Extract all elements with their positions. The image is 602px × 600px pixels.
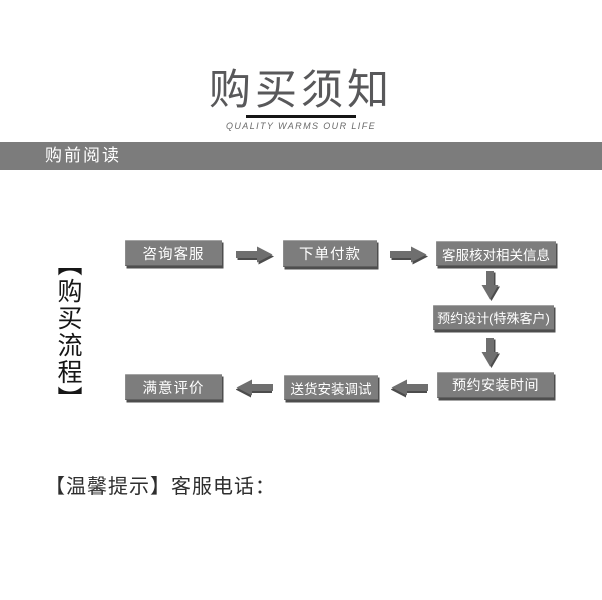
arrow-right-icon bbox=[390, 246, 428, 265]
arrow-left-icon bbox=[236, 379, 273, 398]
arrow-left-icon bbox=[391, 379, 428, 398]
flow-step-review: 满意评价 bbox=[125, 374, 222, 400]
arrow-down-icon bbox=[481, 271, 500, 301]
flow-step-place-order: 下单付款 bbox=[283, 240, 377, 267]
flow-step-book-design: 预约设计(特殊客户) bbox=[433, 305, 554, 330]
arrow-right-icon bbox=[236, 246, 274, 265]
flow-side-label: 【购买流程】 bbox=[54, 251, 82, 413]
section-header-label: 购前阅读 bbox=[45, 146, 121, 165]
flow-step-delivery-install: 送货安装调试 bbox=[284, 375, 378, 400]
page-title: 购买须知 bbox=[208, 66, 393, 113]
flow-step-consult-service: 咨询客服 bbox=[125, 240, 222, 266]
flow-step-book-install-time: 预约安装时间 bbox=[437, 372, 554, 398]
title-divider-line bbox=[246, 115, 356, 118]
title-tagline: QUALITY WARMS OUR LIFE bbox=[226, 121, 376, 131]
section-header-bar: 购前阅读 bbox=[0, 142, 602, 170]
arrow-down-icon bbox=[481, 338, 500, 368]
flow-step-verify-info: 客服核对相关信息 bbox=[436, 241, 556, 266]
warm-tip-text: 【温馨提示】客服电话： bbox=[45, 476, 276, 498]
